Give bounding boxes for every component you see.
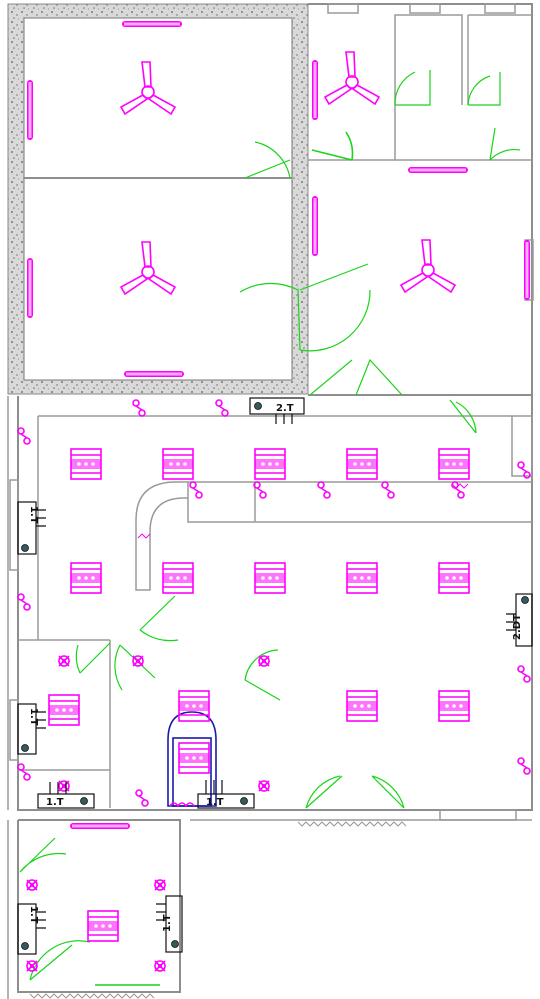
panel-label-1t: 1.T	[206, 797, 224, 808]
tube-light-icon	[312, 60, 318, 120]
exhaust-fan-icon	[258, 655, 270, 667]
bathtub-icon	[167, 711, 217, 808]
wall-light-icon	[17, 593, 31, 611]
ceiling-light-icon	[70, 562, 102, 594]
wall-light-icon	[17, 427, 31, 445]
tube-light-icon	[312, 196, 318, 256]
ceiling-light-icon	[254, 448, 286, 480]
switch-board-left-upper: 1.T	[17, 501, 46, 555]
wall-light-icon	[215, 399, 229, 417]
exhaust-fans	[26, 655, 270, 972]
switch-board-bottom-center: 1.T	[197, 780, 255, 809]
ceiling-light-icon	[87, 910, 119, 942]
wall-light-icon	[189, 481, 203, 499]
ceiling-light-icon	[346, 448, 378, 480]
switch-board-bottom-left: 1.T	[37, 782, 95, 809]
panel-label-2t: 2.T	[276, 403, 294, 414]
switch-board-right: 2.DT	[506, 593, 533, 647]
threshold-markers	[29, 483, 469, 999]
ceiling-light-icon	[438, 448, 470, 480]
exhaust-fan-icon	[132, 655, 144, 667]
wall-light-icon	[135, 789, 149, 807]
ceiling-lights	[48, 448, 470, 942]
wall-light-icon	[517, 757, 531, 775]
panel-label-1t: 1.T	[28, 506, 39, 524]
wall-light-icon	[317, 481, 331, 499]
switch-board-annex-right: 1.T	[156, 895, 183, 953]
ceiling-light-icon	[346, 562, 378, 594]
ceiling-light-icon	[178, 690, 210, 722]
tube-light-icon	[70, 823, 130, 829]
switch-board-2t: 2.T	[249, 397, 305, 424]
doors	[19, 70, 521, 986]
hall-walls	[9, 415, 533, 821]
wall-light-icon	[517, 665, 531, 683]
wall-light-icon	[253, 481, 267, 499]
panel-label-1t: 1.T	[46, 797, 64, 808]
ceiling-light-icon	[70, 448, 102, 480]
exhaust-fan-icon	[58, 655, 70, 667]
wall-light-icon	[381, 481, 395, 499]
tube-light-icon	[408, 167, 468, 173]
tube-light-icon	[27, 258, 33, 318]
ceiling-light-icon	[438, 690, 470, 722]
panel-label-1t: 1.T	[162, 914, 173, 932]
ceiling-fan-icon	[400, 239, 456, 293]
wall-light-icon	[132, 399, 146, 417]
panel-label-1t: 1.T	[28, 708, 39, 726]
ceiling-light-icon	[438, 562, 470, 594]
wall-light-icon	[451, 481, 465, 499]
exhaust-fan-icon	[258, 780, 270, 792]
tube-light-icon	[524, 240, 530, 300]
upper-right-rooms	[308, 3, 534, 301]
exhaust-fan-icon	[154, 879, 166, 891]
panel-label-1t: 1.T	[28, 906, 39, 924]
ceiling-fan-icon	[324, 51, 380, 105]
exhaust-fan-icon	[26, 879, 38, 891]
exhaust-fan-icon	[154, 960, 166, 972]
wall-light-icon	[17, 763, 31, 781]
tube-light-icon	[122, 21, 182, 27]
panel-label-2dt: 2.DT	[512, 614, 523, 640]
ceiling-light-icon	[346, 690, 378, 722]
tube-light-icon	[124, 371, 184, 377]
switch-board-annex-left: 1.T	[17, 903, 46, 955]
ceiling-light-icon	[178, 742, 210, 774]
ceiling-light-icon	[48, 694, 80, 726]
exhaust-fan-icon	[58, 780, 70, 792]
master-bedroom-block	[7, 3, 309, 395]
switch-board-left-mid: 1.T	[17, 703, 46, 755]
ceiling-light-icon	[162, 562, 194, 594]
ceiling-light-icon	[254, 562, 286, 594]
ceiling-light-icon	[162, 448, 194, 480]
tube-light-icon	[27, 80, 33, 140]
